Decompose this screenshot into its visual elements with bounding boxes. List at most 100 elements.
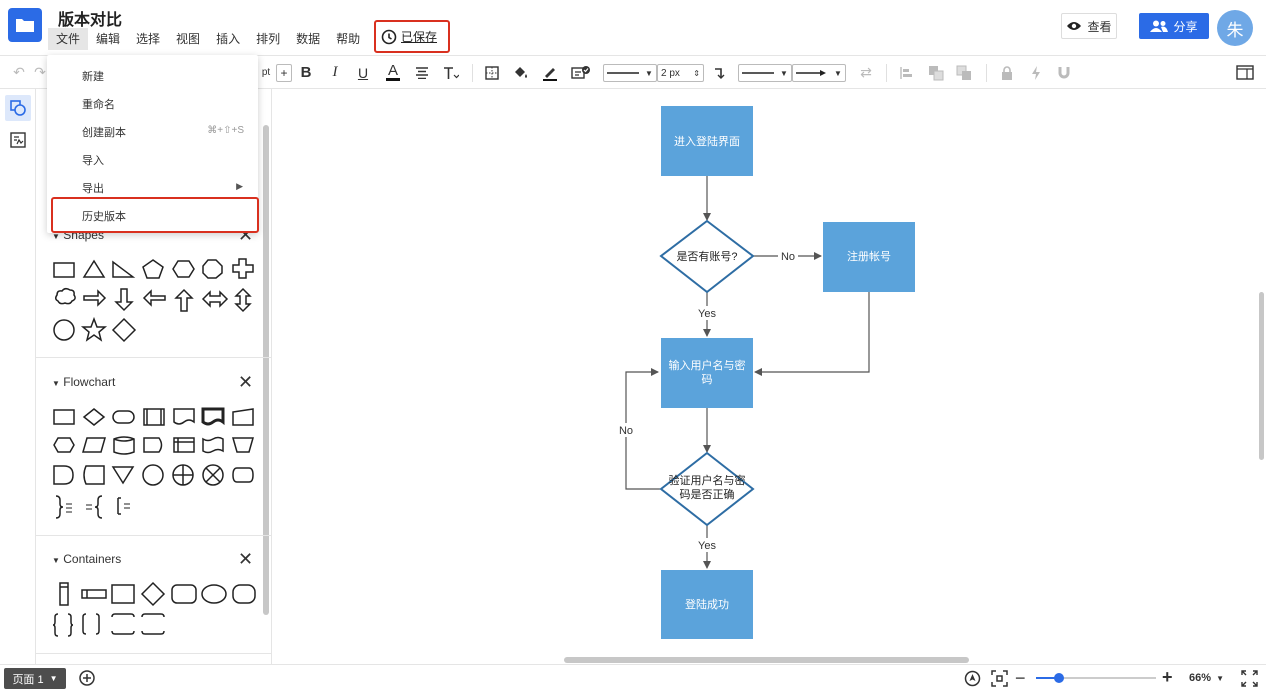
- collapse-triangle-icon: ▼: [52, 556, 60, 565]
- node-login-success-label: 登陆成功: [685, 597, 729, 611]
- menu-insert[interactable]: 插入: [216, 32, 241, 46]
- menu-select[interactable]: 选择: [136, 32, 161, 46]
- zoom-out-icon[interactable]: −: [1015, 668, 1026, 688]
- fc-decision: [82, 408, 106, 426]
- to-front-icon[interactable]: [926, 56, 946, 89]
- line-color-icon[interactable]: [540, 56, 560, 89]
- saved-status[interactable]: 已保存: [374, 20, 450, 53]
- file-menu-export[interactable]: 导出: [82, 183, 104, 195]
- section-containers-header[interactable]: ▼ Containers: [52, 552, 121, 566]
- ct-diamond: [140, 581, 166, 607]
- add-page-icon[interactable]: [78, 669, 96, 691]
- menu-edit[interactable]: 编辑: [96, 32, 121, 46]
- folder-icon[interactable]: [8, 8, 42, 42]
- avatar[interactable]: 朱: [1217, 10, 1253, 46]
- file-menu-new[interactable]: 新建: [82, 71, 104, 83]
- toolbar-separator: [472, 64, 473, 82]
- line-width-input[interactable]: 2 px ⇕: [657, 64, 704, 82]
- line-start-select[interactable]: ▼: [738, 64, 792, 82]
- menu-bar: 文件 编辑 选择 视图 插入 排列 数据 帮助: [48, 28, 368, 50]
- fc-summing-cross: [173, 465, 193, 485]
- swap-icon[interactable]: ⇄: [860, 64, 872, 80]
- close-icon[interactable]: ✕: [238, 372, 254, 392]
- label-bg: [694, 306, 720, 320]
- ct-curly-h: [111, 613, 135, 635]
- file-menu-duplicate-shortcut: ⌘+⇧+S: [207, 125, 244, 136]
- file-menu-rename[interactable]: 重命名: [82, 99, 115, 111]
- connector-elbow-icon[interactable]: [711, 56, 731, 89]
- zoom-level-value: 66%: [1189, 672, 1212, 684]
- users-icon: [1150, 20, 1169, 32]
- undo-icon[interactable]: ↶: [13, 64, 25, 80]
- menu-data[interactable]: 数据: [296, 32, 321, 46]
- chevron-down-icon: ▼: [1216, 674, 1225, 683]
- node-enter-login-label: 进入登陆界面: [674, 134, 740, 148]
- canvas-horizontal-scrollbar[interactable]: [564, 657, 969, 663]
- collapse-triangle-icon: ▼: [52, 232, 60, 241]
- node-input-credentials: [661, 338, 753, 408]
- shape-circle: [53, 319, 75, 341]
- fc-internal-lines: [174, 438, 194, 452]
- fc-or-cross: [205, 467, 221, 483]
- style-check-icon[interactable]: [570, 56, 592, 89]
- fc-display: [83, 465, 105, 485]
- fill-color-icon[interactable]: [511, 56, 531, 89]
- file-menu-import[interactable]: 导入: [82, 155, 104, 167]
- document-title[interactable]: 版本对比: [58, 12, 123, 29]
- template-button[interactable]: [5, 127, 31, 153]
- panel-scrollbar[interactable]: [263, 125, 269, 615]
- view-button[interactable]: 查看: [1061, 13, 1117, 39]
- section-divider: [36, 357, 272, 358]
- ct-horizontal-pool: [81, 589, 107, 599]
- submenu-arrow-icon: ▶: [236, 181, 243, 191]
- file-menu-duplicate[interactable]: 创建副本: [82, 127, 126, 139]
- ct-ellipse: [201, 584, 227, 604]
- zoom-level[interactable]: 66% ▼: [1189, 672, 1224, 684]
- menu-help[interactable]: 帮助: [336, 32, 361, 46]
- line-end-select[interactable]: ▼: [792, 64, 846, 82]
- fc-delay: [53, 465, 74, 485]
- canvas-vertical-scrollbar[interactable]: [1259, 292, 1264, 460]
- share-button[interactable]: 分享: [1139, 13, 1209, 39]
- bold-button[interactable]: B: [300, 64, 312, 81]
- section-flowchart-header[interactable]: ▼ Flowchart: [52, 375, 115, 389]
- eye-icon: [1067, 22, 1082, 30]
- align-left-icon[interactable]: [897, 56, 917, 89]
- to-back-icon[interactable]: [954, 56, 974, 89]
- zoom-slider[interactable]: [1036, 672, 1158, 684]
- fit-page-icon[interactable]: [991, 670, 1008, 691]
- text-format-icon[interactable]: [441, 56, 461, 89]
- italic-button[interactable]: I: [332, 64, 338, 80]
- menu-file[interactable]: 文件: [48, 28, 89, 50]
- page-tab[interactable]: 页面 1 ▼: [4, 668, 66, 689]
- redo-icon[interactable]: ↷: [34, 64, 46, 80]
- fullscreen-icon[interactable]: [1241, 670, 1258, 691]
- fc-merge: [111, 466, 135, 485]
- close-icon[interactable]: ✕: [238, 549, 254, 569]
- navigate-icon[interactable]: [964, 670, 981, 691]
- node-enter-login: [661, 106, 753, 176]
- diagram-canvas[interactable]: 进入登陆界面 是否有账号? 注册帐号 输入用户名与密 码 验证用户名与密 码是否…: [272, 89, 1266, 664]
- node-verify-line2: 码是否正确: [680, 488, 735, 501]
- magnet-icon[interactable]: [1054, 56, 1074, 89]
- shapes-icon: [10, 100, 26, 116]
- saved-label[interactable]: 已保存: [401, 30, 438, 44]
- underline-button[interactable]: U: [357, 64, 369, 81]
- font-size-increase-button[interactable]: +: [276, 64, 292, 82]
- format-panel-toggle-icon[interactable]: [1234, 56, 1256, 89]
- fc-process: [53, 409, 75, 425]
- line-style-select[interactable]: ▼: [603, 64, 657, 82]
- menu-arrange[interactable]: 排列: [256, 32, 281, 46]
- menu-view[interactable]: 视图: [176, 32, 201, 46]
- align-center-icon[interactable]: [412, 56, 432, 89]
- shapes-library-button[interactable]: [5, 95, 31, 121]
- file-menu-history[interactable]: 历史版本: [82, 211, 126, 223]
- lock-icon[interactable]: [997, 56, 1017, 89]
- fc-database: [113, 436, 135, 455]
- lightning-icon[interactable]: [1026, 56, 1046, 89]
- font-color-button[interactable]: A: [382, 56, 404, 89]
- fc-annotation-brace-2: [94, 495, 103, 519]
- border-icon[interactable]: [482, 56, 502, 89]
- zoom-in-icon[interactable]: +: [1162, 667, 1173, 687]
- fc-annotation-lines-2: [86, 504, 92, 510]
